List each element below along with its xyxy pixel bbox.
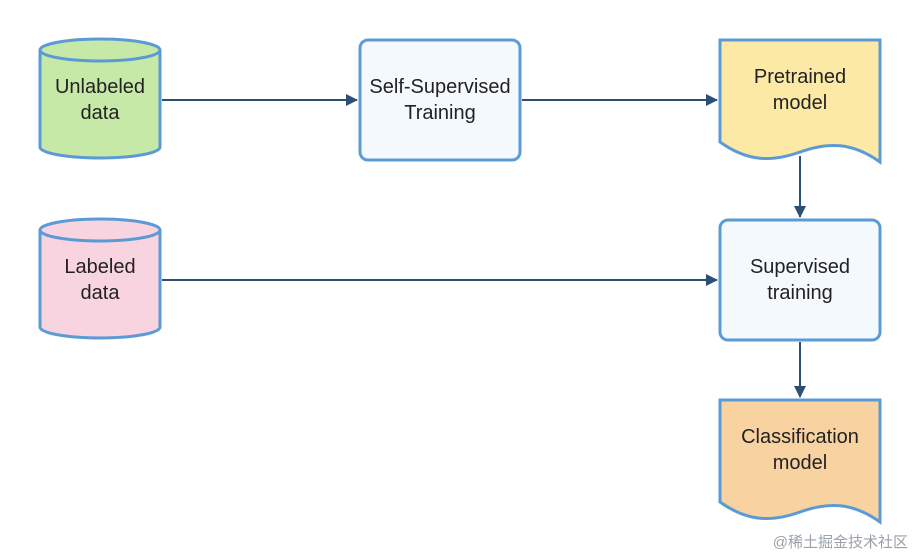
pretrained-model-node <box>718 38 882 165</box>
supervised-training-label-line-1: Supervised <box>749 256 851 278</box>
classification-model-label-line-1: Classification <box>741 426 859 448</box>
labeled-data-cylinder <box>38 217 162 340</box>
self-supervised-training-node <box>358 38 522 162</box>
unlabeled-data-label-line-2: data <box>80 102 120 124</box>
unlabeled-data-label: Unlabeled data <box>40 62 160 138</box>
labeled-data-label: Labeled data <box>40 242 160 318</box>
self-supervised-training-label-line-1: Self-Supervised <box>369 76 511 98</box>
unlabeled-data-node <box>38 37 162 160</box>
pretrained-model-label: Pretrained model <box>720 52 880 128</box>
self-supervised-training-label: Self-Supervised Training <box>360 40 520 160</box>
pretrained-model-label-line-1: Pretrained <box>753 66 847 88</box>
unlabeled-data-cylinder-rim <box>38 49 162 63</box>
supervised-training-node <box>718 218 882 342</box>
labeled-data-label-line-1: Labeled <box>64 256 136 278</box>
watermark: @稀土掘金技术社区 <box>772 534 908 551</box>
supervised-training-label-line-2: training <box>767 282 833 304</box>
labeled-data-cylinder-rim <box>38 229 162 243</box>
labeled-data-label-line-2: data <box>80 282 120 304</box>
supervised-training-label: Supervised training <box>720 220 880 340</box>
pretrained-model-label-line-2: model <box>772 92 828 114</box>
classification-model-node <box>718 398 882 525</box>
labeled-data-node <box>38 217 162 340</box>
self-supervised-training-label-line-2: Training <box>404 102 476 124</box>
classification-model-label: Classification model <box>720 412 880 488</box>
classification-model-label-line-2: model <box>772 452 828 474</box>
unlabeled-data-cylinder <box>38 37 162 160</box>
unlabeled-data-label-line-1: Unlabeled <box>54 76 146 98</box>
